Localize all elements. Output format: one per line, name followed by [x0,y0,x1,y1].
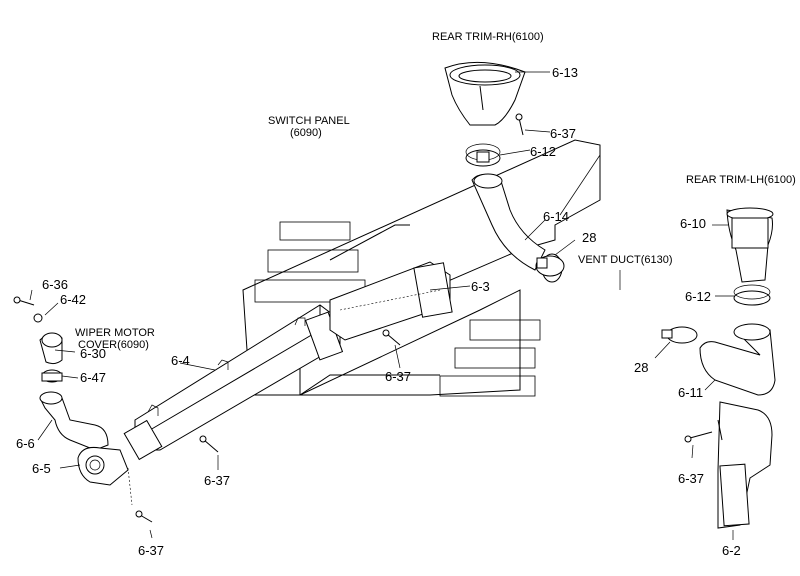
screw-lower [199,435,219,453]
lh-trim-vent [726,207,774,306]
callout-6-36: 6-36 [42,277,68,292]
callout-28-right: 28 [634,360,648,375]
elbow-6-11 [699,323,776,396]
screw-mid [382,329,401,346]
callout-6-3: 6-3 [471,279,490,294]
callout-6-14: 6-14 [543,209,569,224]
callout-6-47: 6-47 [80,370,106,385]
rear-trim-rh-heading: REAR TRIM-RH(6100) [432,31,544,43]
callout-6-10: 6-10 [680,216,706,231]
callout-6-37-top: 6-37 [550,126,576,141]
callout-6-13: 6-13 [552,65,578,80]
callout-6-42: 6-42 [60,292,86,307]
main-vent-duct [123,304,344,461]
duct-connector [329,261,453,341]
leader-lines [29,71,735,540]
callout-6-30: 6-30 [80,346,106,361]
callout-28-mid: 28 [582,230,596,245]
callout-6-5: 6-5 [32,461,51,476]
callout-6-11: 6-11 [678,385,703,400]
wiper-motor-heading: WIPER MOTOR [75,327,155,339]
callout-6-2: 6-2 [722,543,741,558]
callout-6-12-top: 6-12 [530,144,556,159]
vent-duct-heading: VENT DUCT(6130) [578,254,673,266]
callout-6-37-right: 6-37 [678,471,704,486]
switch-panel-code: (6090) [290,127,322,139]
wiper-motor-code: COVER(6090) [78,339,149,351]
callout-6-6: 6-6 [16,436,35,451]
outlet-6-2 [717,401,773,529]
callout-6-37-bottom: 6-37 [138,543,164,558]
clamp-28-right [661,326,698,344]
callout-6-37-low: 6-37 [204,473,230,488]
callout-6-4: 6-4 [171,353,190,368]
callout-6-12-right: 6-12 [685,289,711,304]
wiper-side-parts [13,296,153,523]
switch-panel-heading: SWITCH PANEL [268,115,350,127]
rear-trim-lh-heading: REAR TRIM-LH(6100) [686,174,796,186]
screw-right [684,431,713,443]
callout-6-37-mid: 6-37 [385,369,411,384]
rh-trim-vent [444,61,526,167]
clamp-28-mid [535,255,565,277]
